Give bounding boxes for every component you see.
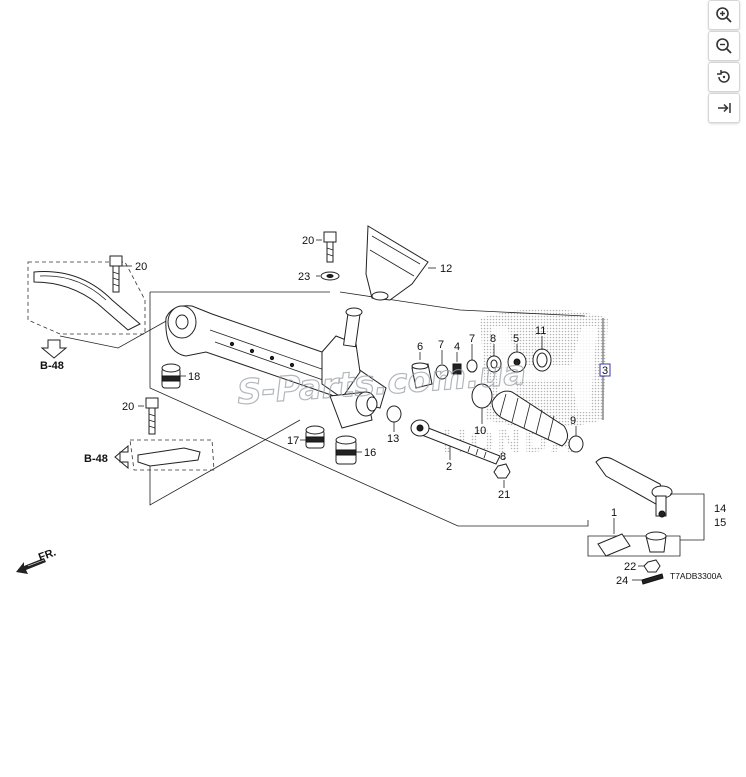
callout-18[interactable]: 17	[287, 435, 299, 447]
dust-boot	[645, 531, 667, 553]
down-arrow-icon	[40, 339, 68, 359]
ref-label-b48-bottom[interactable]: B-48	[84, 453, 108, 465]
zoom-out-button[interactable]	[708, 31, 740, 61]
upper-mount-bracket	[33, 271, 141, 331]
rack-guide-6	[411, 362, 433, 389]
zoom-in-icon	[716, 7, 732, 23]
callout-3-highlight[interactable]	[599, 363, 611, 377]
callout-22[interactable]: 23	[298, 271, 310, 283]
clip-1	[597, 533, 631, 557]
callout-20-upper[interactable]: 20	[135, 261, 147, 273]
expand-panel-button[interactable]	[708, 93, 740, 123]
zoom-out-icon	[716, 38, 732, 54]
nut-23	[643, 559, 661, 573]
callout-20-lower[interactable]: 20	[122, 401, 134, 413]
callout-6[interactable]: 6	[417, 341, 423, 353]
diagram-code: T7ADB3300A	[670, 571, 722, 581]
callout-5[interactable]: 5	[513, 333, 519, 345]
rack-end-boot	[491, 390, 568, 447]
bushing-18	[305, 425, 325, 449]
ref-label-b48-top[interactable]: B-48	[40, 360, 64, 372]
front-direction-arrow-icon: FR.	[16, 546, 58, 574]
callout-2[interactable]: 2	[446, 461, 452, 473]
callout-8[interactable]: 8	[490, 333, 496, 345]
bushing-19	[161, 363, 181, 389]
callout-24[interactable]: 24	[616, 575, 628, 587]
steering-boot-13	[365, 225, 429, 301]
lower-mount-bracket	[137, 447, 201, 467]
callout-15[interactable]: 14	[714, 503, 726, 515]
callout-16[interactable]: 15	[714, 517, 726, 529]
callout-1[interactable]: 1	[611, 507, 617, 519]
zoom-in-button[interactable]	[708, 0, 740, 30]
callout-7a[interactable]: 7	[438, 339, 444, 351]
callout-4[interactable]: 4	[454, 341, 460, 353]
rotate-reset-icon	[717, 70, 730, 83]
direction-label: FR.	[37, 546, 58, 563]
tie-rod-2	[410, 419, 501, 465]
bolt-20-upper	[109, 255, 123, 293]
arrow-right-bar-icon	[718, 103, 731, 113]
callout-12[interactable]: 11	[535, 325, 546, 337]
o-ring-7a	[435, 364, 449, 380]
callout-20-mid[interactable]: 20	[302, 235, 314, 247]
lock-nut-21	[493, 463, 511, 479]
callout-23[interactable]: 22	[624, 561, 636, 573]
callout-19[interactable]: 18	[188, 371, 200, 383]
steering-rack-housing	[165, 305, 387, 429]
callout-14[interactable]: 13	[387, 433, 399, 445]
cotter-pin-24	[641, 573, 664, 585]
spring-4	[452, 363, 462, 375]
callout-17[interactable]: 16	[364, 447, 376, 459]
callout-7b[interactable]: 7	[469, 333, 475, 345]
tie-rod-end-15-16	[595, 456, 673, 518]
rack-guide-8	[486, 355, 502, 373]
callout-9[interactable]: 8	[500, 451, 506, 463]
callout-3[interactable]: 3	[602, 365, 608, 377]
callout-13[interactable]: 12	[440, 263, 452, 275]
b48-lower-box	[129, 439, 215, 471]
callout-10[interactable]: 9	[570, 415, 576, 427]
reset-view-button[interactable]	[708, 62, 740, 92]
callout-21[interactable]: 21	[498, 489, 510, 501]
boot-clip-10	[568, 435, 584, 453]
left-arrow-icon	[114, 444, 129, 470]
bolt-20-mid	[323, 231, 337, 263]
bolt-20-lower	[145, 397, 159, 435]
callout-11[interactable]: 10	[474, 425, 486, 437]
o-ring-14	[386, 405, 402, 423]
lock-nut-12	[532, 348, 552, 372]
bushing-17	[335, 435, 357, 465]
